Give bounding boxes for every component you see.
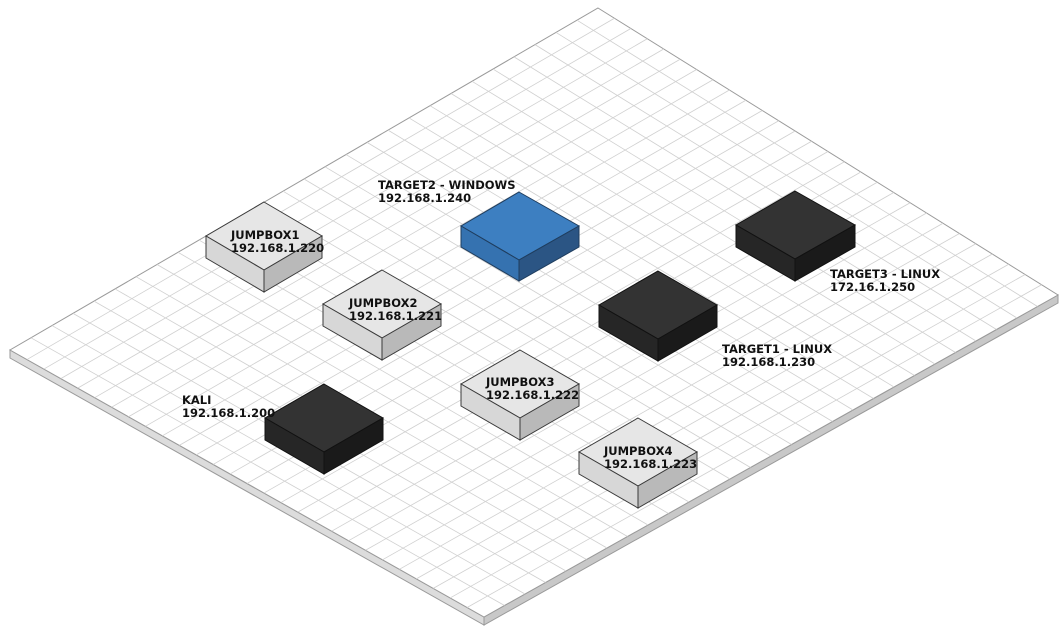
floor-platform bbox=[8, 7, 1059, 626]
jumpbox1-ip: 192.168.1.220 bbox=[231, 241, 324, 255]
target1-name: TARGET1 - LINUX bbox=[722, 342, 832, 356]
node-target2-windows[interactable]: TARGET2 - WINDOWS 192.168.1.240 bbox=[378, 178, 581, 282]
grid-line bbox=[387, 129, 854, 411]
target2-ip: 192.168.1.240 bbox=[378, 191, 471, 205]
jumpbox2-right-face bbox=[381, 303, 442, 361]
target1-right-face bbox=[657, 304, 718, 362]
node-jumpbox2[interactable]: JUMPBOX2 192.168.1.221 bbox=[321, 269, 442, 361]
grid-line bbox=[345, 154, 813, 434]
grid-line bbox=[348, 212, 927, 542]
grid-line bbox=[324, 166, 792, 445]
target3-ip: 172.16.1.250 bbox=[830, 280, 915, 294]
grid-line bbox=[555, 32, 1018, 319]
jumpbox1-name: JUMPBOX1 bbox=[230, 228, 300, 242]
node-jumpbox4[interactable]: JUMPBOX4 192.168.1.223 bbox=[577, 417, 699, 509]
target2-name: TARGET2 - WINDOWS bbox=[378, 178, 516, 192]
kali-name: KALI bbox=[182, 393, 211, 407]
grid-line bbox=[513, 56, 977, 342]
node-jumpbox1[interactable]: JUMPBOX1 192.168.1.220 bbox=[205, 201, 324, 293]
kali-ip: 192.168.1.200 bbox=[182, 406, 275, 420]
grid-line bbox=[471, 80, 936, 365]
target3-name: TARGET3 - LINUX bbox=[830, 267, 940, 281]
grid-line bbox=[449, 274, 1026, 599]
grid-line bbox=[466, 284, 1042, 608]
node-jumpbox3[interactable]: JUMPBOX3 192.168.1.222 bbox=[459, 349, 581, 441]
grid-line bbox=[399, 243, 977, 570]
target3-right-face bbox=[794, 224, 856, 282]
node-target3-linux[interactable]: TARGET3 - LINUX 172.16.1.250 bbox=[734, 190, 940, 294]
jumpbox4-right-face bbox=[637, 451, 698, 509]
jumpbox2-name: JUMPBOX2 bbox=[348, 296, 418, 310]
target1-ip: 192.168.1.230 bbox=[722, 355, 815, 369]
grid-line bbox=[366, 142, 833, 422]
jumpbox1-right-face bbox=[263, 235, 323, 293]
kali-right-face bbox=[323, 417, 384, 475]
grid-line bbox=[408, 117, 874, 399]
node-kali[interactable]: KALI 192.168.1.200 bbox=[182, 383, 385, 475]
grid-line bbox=[450, 93, 915, 376]
grid-line bbox=[382, 233, 960, 561]
grid-line bbox=[416, 253, 993, 580]
grid-line bbox=[492, 68, 956, 353]
jumpbox2-ip: 192.168.1.221 bbox=[349, 309, 442, 323]
jumpbox3-right-face bbox=[519, 383, 580, 441]
node-target1-linux[interactable]: TARGET1 - LINUX 192.168.1.230 bbox=[597, 270, 832, 369]
jumpbox3-name: JUMPBOX3 bbox=[485, 375, 555, 389]
grid-line bbox=[534, 44, 997, 330]
grid-line bbox=[429, 105, 895, 388]
grid-line bbox=[365, 222, 944, 551]
jumpbox3-ip: 192.168.1.222 bbox=[486, 388, 579, 402]
jumpbox4-name: JUMPBOX4 bbox=[603, 444, 673, 458]
jumpbox4-ip: 192.168.1.223 bbox=[604, 457, 697, 471]
floor-top bbox=[8, 7, 1059, 618]
grid-line bbox=[576, 19, 1038, 307]
target2-right-face bbox=[518, 225, 580, 282]
grid-line bbox=[433, 263, 1009, 589]
